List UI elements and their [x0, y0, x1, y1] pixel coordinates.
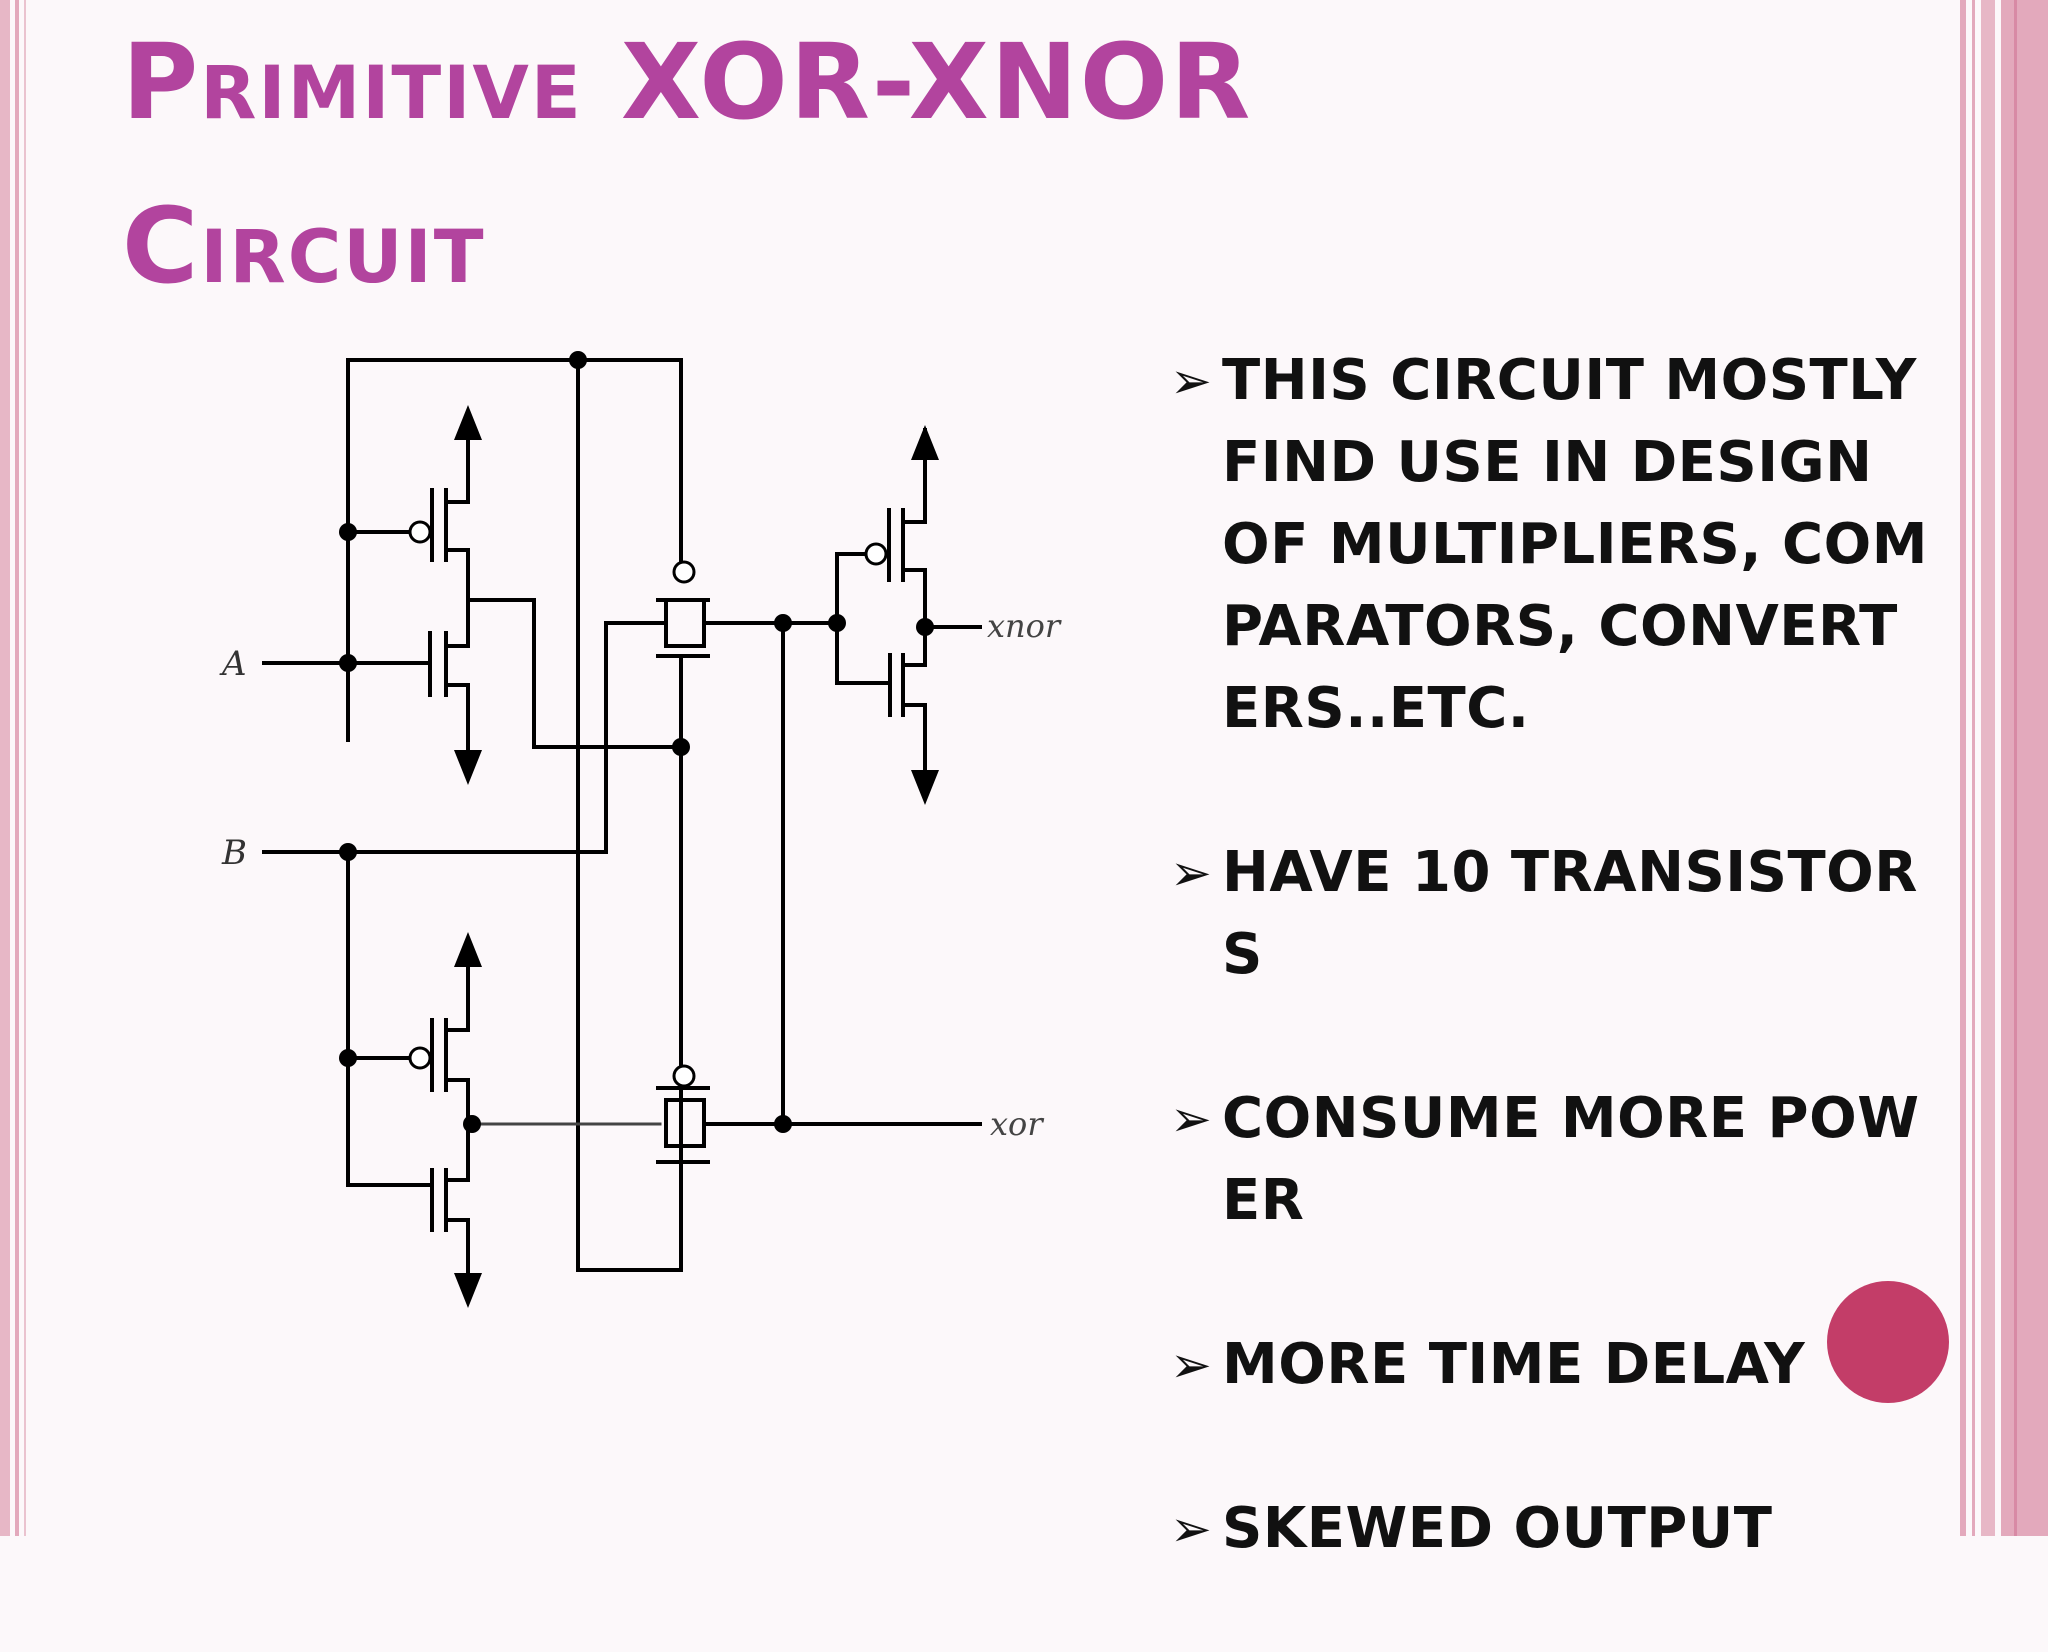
bullet-text: Consume more power [1222, 1086, 1920, 1233]
arrow-bullet-icon: ➢ [1170, 1336, 1213, 1394]
bullet-text: More time delay [1222, 1332, 1806, 1397]
bullet-item: ➢ Consume more power [1170, 1078, 1930, 1242]
input-a-label: A [219, 644, 247, 684]
bullet-item: ➢ More time delay [1170, 1324, 1930, 1406]
arrow-bullet-icon: ➢ [1170, 352, 1213, 410]
bullet-text: This circuit mostly find use in design o… [1222, 348, 1928, 741]
slide-border-decoration [0, 0, 2048, 1536]
arrow-bullet-icon: ➢ [1170, 844, 1213, 902]
bullet-text: Have 10 transistors [1222, 840, 1918, 987]
arrow-bullet-icon: ➢ [1170, 1500, 1213, 1558]
output-xnor-label: xnor [987, 607, 1062, 645]
bullet-text: Skewed output [1222, 1496, 1773, 1561]
arrow-bullet-icon: ➢ [1170, 1090, 1213, 1148]
bullet-item: ➢ Have 10 transistors [1170, 832, 1930, 996]
output-xor-label: xor [990, 1105, 1044, 1143]
decorative-circle [1827, 1281, 1949, 1403]
bullet-item: ➢ This circuit mostly find use in design… [1170, 340, 1930, 750]
input-b-label: B [221, 833, 247, 873]
bullet-list: ➢ This circuit mostly find use in design… [1170, 340, 1930, 1652]
xor-xnor-circuit-diagram: A B xnor xor [219, 351, 1062, 1308]
bullet-item: ➢ Skewed output [1170, 1488, 1930, 1570]
slide-title: Primitive XOR-XNOR Circuit [122, 21, 1253, 307]
